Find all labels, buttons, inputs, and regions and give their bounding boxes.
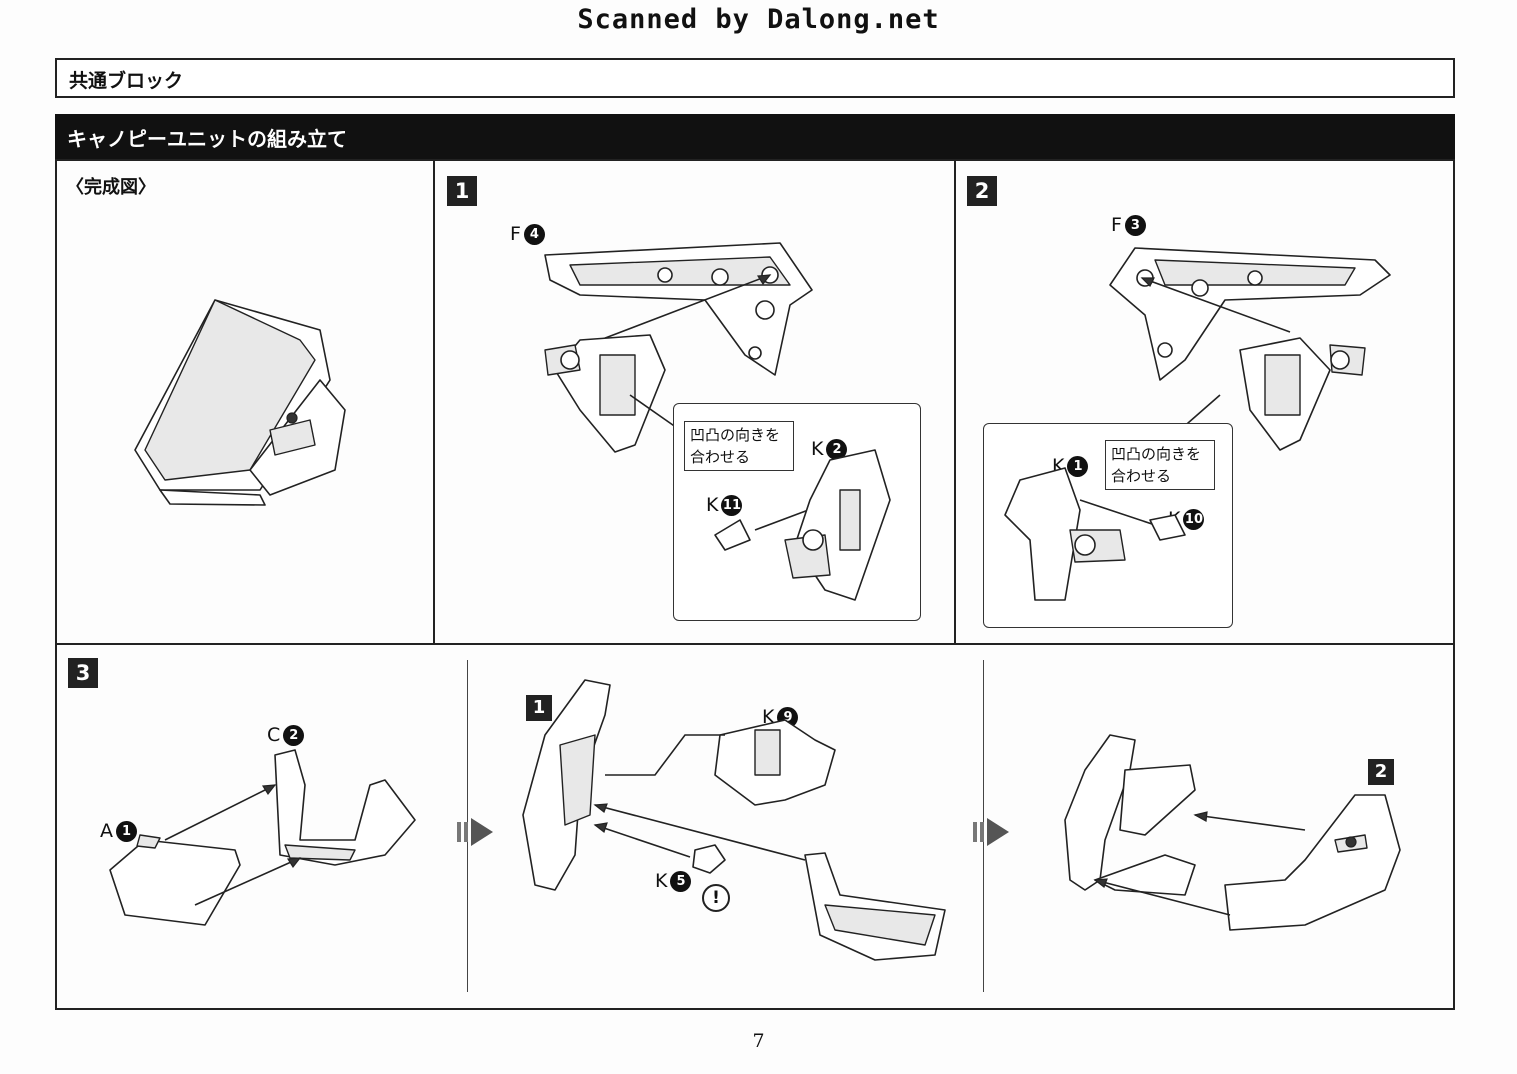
part-number: 4 (523, 223, 545, 245)
completed-canopy-figure (134, 299, 346, 506)
step3-part-K5: K 5 (655, 870, 692, 892)
step2-frame-part (1109, 247, 1391, 381)
part-number: 1 (116, 820, 137, 842)
step3-sub2-badge: 2 (1368, 759, 1394, 785)
note-line: 凹凸の向きを (1111, 445, 1202, 463)
step2-arrow (1140, 277, 1291, 333)
part-number: 11 (721, 494, 743, 516)
caution-icon: ! (702, 884, 730, 912)
part-letter: C (267, 724, 281, 746)
step2-hinge-part (1239, 337, 1366, 451)
step3-next-arrow-2 (973, 818, 1009, 846)
part-letter: A (100, 820, 113, 842)
step3-badge: 3 (68, 658, 98, 688)
step1-part-F4: F 4 (510, 223, 545, 245)
section-title: 共通ブロック (69, 70, 184, 92)
step2-detail-figure (1004, 467, 1186, 601)
part-number: 1 (1067, 455, 1089, 477)
part-number: 2 (283, 724, 305, 746)
unit-title: キャノピーユニットの組み立て (67, 127, 347, 151)
unit-header: キャノピーユニットの組み立て (55, 114, 1455, 159)
step3-left-figure (109, 749, 416, 926)
part-letter: F (510, 223, 521, 245)
part-number: 2 (826, 438, 848, 460)
note-line: 合わせる (1111, 467, 1172, 485)
step2-note: 凹凸の向きを 合わせる (1105, 440, 1215, 490)
section-header: 共通ブロック (55, 58, 1455, 98)
part-number: 3 (1124, 214, 1146, 236)
step1-note: 凹凸の向きを 合わせる (684, 421, 794, 471)
note-line: 合わせる (690, 448, 751, 466)
page-number: 7 (752, 1030, 765, 1052)
part-letter: F (1111, 214, 1122, 236)
step1-badge: 1 (447, 176, 477, 206)
step1-detail-figure (714, 449, 891, 601)
step3-sub1-badge: 1 (526, 695, 552, 721)
step3-part-C2: C 2 (267, 724, 305, 746)
completed-label: 〈完成図〉 (66, 177, 156, 198)
step2-badge: 2 (967, 176, 997, 206)
step3-panel (55, 643, 1455, 1010)
step2-part-F3: F 3 (1111, 214, 1146, 236)
part-letter: K (811, 438, 824, 460)
step1-callout-pointer (629, 394, 681, 431)
part-number: 5 (670, 870, 692, 892)
step3-right-figure (1064, 734, 1401, 931)
step1-hinge-part (544, 334, 666, 453)
step1-arrow (599, 274, 772, 341)
step3-part-A1: A 1 (100, 820, 137, 842)
step1-part-K2: K 2 (811, 438, 848, 460)
step1-frame-part (544, 242, 813, 376)
part-letter: K (706, 494, 719, 516)
note-line: 凹凸の向きを (690, 426, 781, 444)
step3-middle-figure (522, 679, 946, 961)
scan-credit: Scanned by Dalong.net (577, 4, 940, 35)
step3-next-arrow-1 (457, 818, 493, 846)
part-number: 10 (1183, 508, 1205, 530)
step1-part-K11: K 11 (706, 494, 743, 516)
part-letter: K (655, 870, 668, 892)
